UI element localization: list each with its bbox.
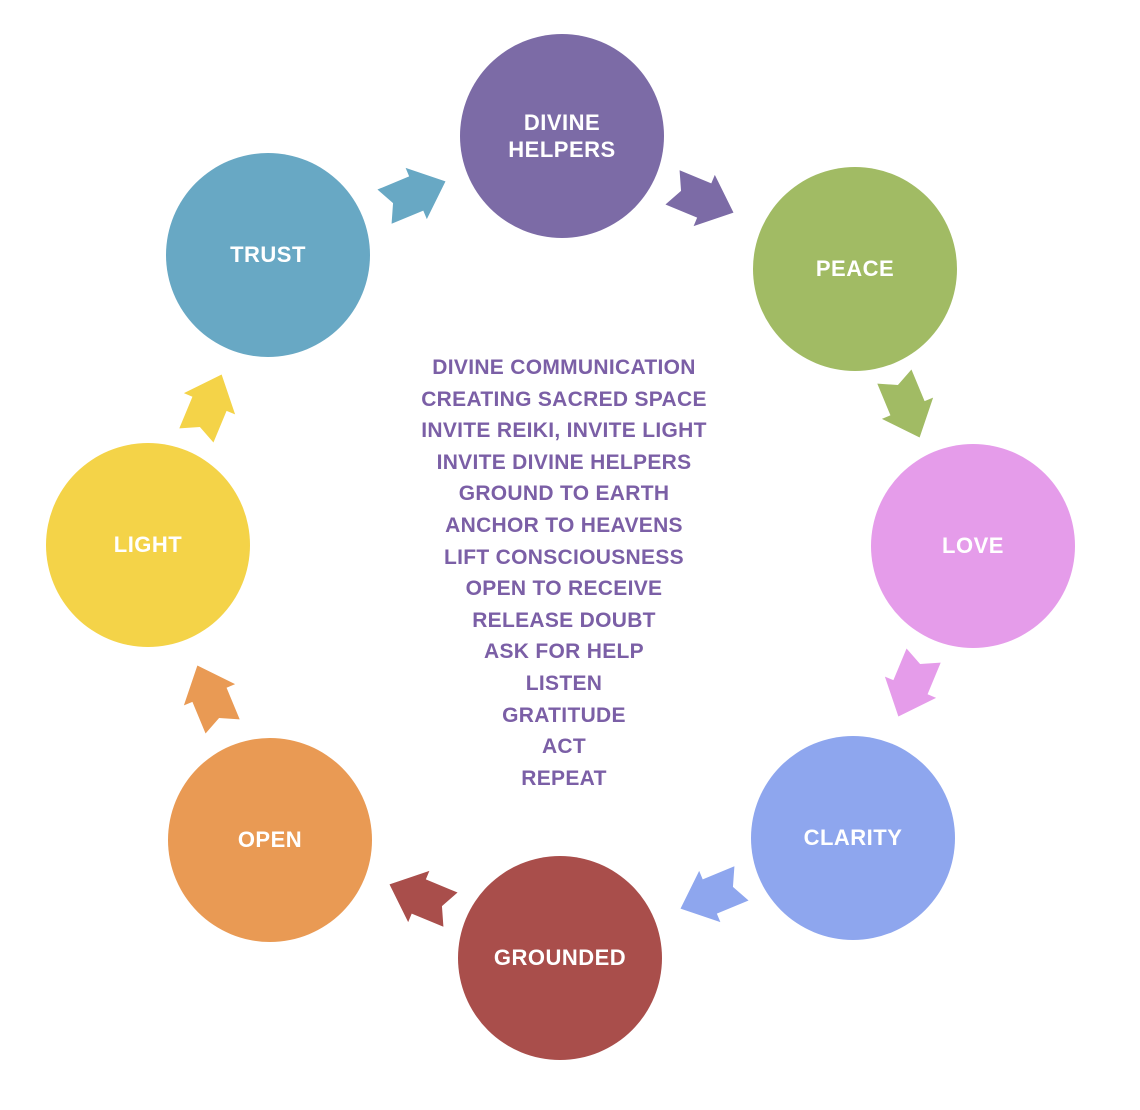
- center-text-line: ANCHOR TO HEAVENS: [445, 513, 683, 537]
- cycle-node-grounded: GROUNDED: [458, 856, 662, 1060]
- center-text-line: LISTEN: [525, 671, 603, 695]
- center-text-line: DIVINE COMMUNICATION: [432, 356, 696, 379]
- cycle-node-trust: TRUST: [166, 153, 370, 357]
- cycle-node-label: PEACE: [815, 256, 895, 282]
- cycle-node-label: LOVE: [942, 533, 1004, 559]
- cycle-node-clarity: CLARITY: [751, 736, 955, 940]
- arrow-grounded-to-open: [379, 859, 461, 936]
- arrow-divine-helpers-to-peace: [662, 162, 744, 239]
- arrow-light-to-trust: [171, 364, 248, 446]
- cycle-node-divine-helpers: DIVINE HELPERS: [460, 34, 664, 238]
- cycle-node-label: GROUNDED: [493, 945, 627, 971]
- center-text-line: OPEN TO RECEIVE: [465, 577, 663, 601]
- cycle-node-open: OPEN: [168, 738, 372, 942]
- arrow-open-to-light: [172, 655, 249, 737]
- center-text-line: CREATING SACRED SPACE: [421, 387, 707, 411]
- cycle-node-label: CLARITY: [803, 825, 903, 851]
- flow-arrow-icon: [377, 167, 446, 224]
- center-text-line: ASK FOR HELP: [484, 640, 644, 664]
- flow-arrow-icon: [389, 870, 458, 927]
- center-text-line: ACT: [541, 735, 587, 759]
- arrow-clarity-to-grounded: [670, 858, 752, 935]
- center-text-line: INVITE REIKI, INVITE LIGHT: [421, 419, 707, 443]
- flow-arrow-icon: [179, 374, 236, 443]
- flow-arrow-icon: [884, 648, 941, 717]
- flow-arrow-icon: [680, 866, 749, 923]
- flow-arrow-icon: [183, 665, 240, 734]
- arrow-peace-to-love: [869, 366, 946, 448]
- cycle-node-love: LOVE: [871, 444, 1075, 648]
- center-step-list: DIVINE COMMUNICATION CREATING SACRED SPA…: [354, 352, 774, 794]
- center-text-line: INVITE DIVINE HELPERS: [436, 450, 692, 474]
- center-text-line: REPEAT: [521, 766, 607, 790]
- center-text-line: GROUND TO EARTH: [458, 482, 670, 506]
- cycle-node-light: LIGHT: [46, 443, 250, 647]
- cycle-node-label: LIGHT: [113, 532, 183, 558]
- center-text-line: LIFT CONSCIOUSNESS: [444, 545, 684, 569]
- arrow-love-to-clarity: [873, 645, 950, 727]
- arrow-trust-to-divine-helpers: [374, 156, 456, 233]
- cycle-node-label: TRUST: [230, 242, 306, 268]
- cycle-node-label: DIVINE HELPERS: [508, 109, 616, 163]
- cycle-node-peace: PEACE: [753, 167, 957, 371]
- cycle-node-label: OPEN: [237, 827, 303, 853]
- center-text-line: RELEASE DOUBT: [472, 608, 656, 632]
- center-text-line: GRATITUDE: [502, 703, 626, 727]
- flow-arrow-icon: [877, 369, 934, 438]
- flow-arrow-icon: [665, 170, 734, 227]
